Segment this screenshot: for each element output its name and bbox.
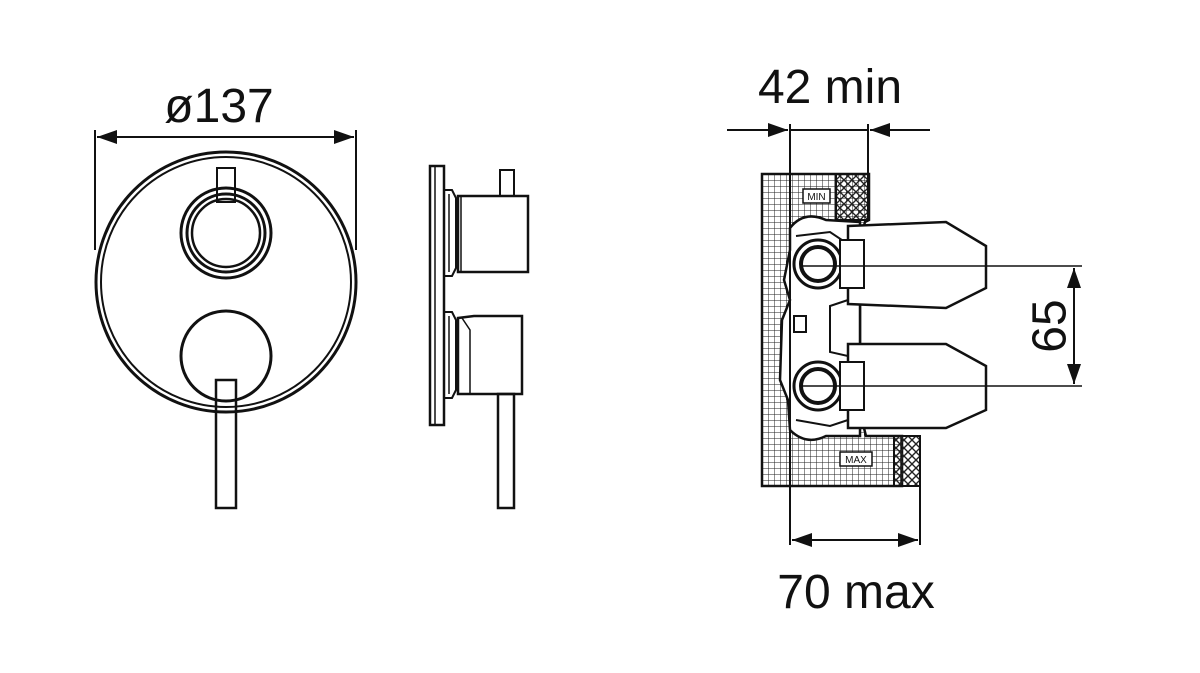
faceplate-inner-circle [100, 156, 352, 408]
knob-outer-ring [179, 186, 273, 280]
lower-handle-bevel [461, 317, 471, 394]
thermostat-knob [179, 167, 273, 280]
handle-disc [179, 309, 273, 403]
lower-collar [444, 311, 457, 399]
front-view: ø137 [94, 80, 358, 510]
lower-handle-body [456, 314, 524, 396]
diameter-dimension: ø137 [94, 80, 357, 250]
tile-strip-bottom [893, 435, 921, 487]
upper-port-inner [799, 245, 837, 283]
upper-collar [444, 189, 457, 277]
lever-arm [214, 378, 238, 510]
max-tag [839, 451, 873, 467]
max-tag-label: MAX [845, 455, 867, 466]
upper-cartridge [846, 220, 988, 310]
tile-strip-top [835, 173, 869, 221]
upper-pointer-pin [499, 169, 515, 197]
valve-body-inner [795, 230, 849, 428]
knob-pointer [216, 167, 236, 203]
side-view [428, 164, 530, 510]
min-tag [802, 188, 831, 204]
upper-knob-body [456, 194, 530, 274]
diverter-handle [179, 309, 273, 510]
installation-section: MIN MAX 65 42 min 70 max [727, 61, 1082, 619]
depth-max-label: 70 max [777, 566, 934, 619]
knob-mid-ring [185, 192, 267, 274]
spacing-label: 65 [1024, 299, 1077, 352]
diameter-label: ø137 [164, 80, 273, 133]
depth-min-label: 42 min [758, 61, 902, 114]
lower-lever-arm [496, 392, 516, 510]
knob-inner-ring [190, 197, 262, 269]
valve-plug [793, 315, 807, 333]
faceplate-outer-circle [94, 150, 358, 414]
side-plate [428, 164, 446, 427]
upper-neck [839, 239, 865, 289]
min-tag-label: MIN [807, 192, 825, 203]
